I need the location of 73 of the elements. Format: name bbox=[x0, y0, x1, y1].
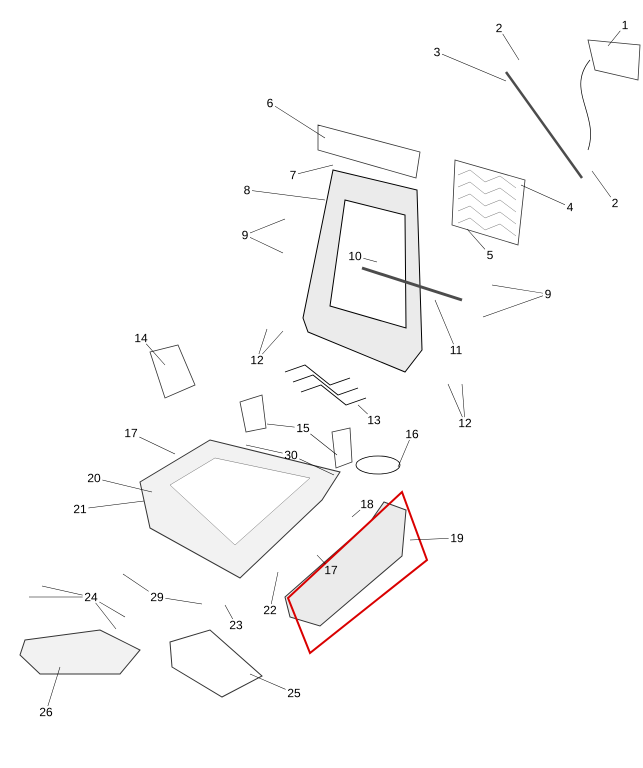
callout-number: 18 bbox=[361, 500, 374, 508]
callout-number: 29 bbox=[150, 592, 164, 602]
callout-number: 5 bbox=[487, 250, 493, 260]
leader-line bbox=[410, 538, 449, 540]
leader-line bbox=[165, 598, 202, 604]
callout-number: 1 bbox=[622, 20, 628, 30]
leader-line bbox=[28, 596, 83, 598]
leader-line bbox=[250, 674, 286, 690]
leader-line bbox=[48, 666, 60, 706]
leader-line bbox=[363, 258, 378, 262]
callout-number: 23 bbox=[230, 620, 242, 630]
leader-line bbox=[442, 54, 506, 82]
callout-number: 9 bbox=[545, 290, 551, 298]
callout-number: 17 bbox=[125, 428, 138, 438]
leader-line bbox=[299, 458, 334, 476]
leader-line bbox=[316, 554, 326, 564]
leader-line bbox=[266, 424, 295, 428]
callout-number: 19 bbox=[451, 534, 464, 542]
callout-number: 12 bbox=[459, 418, 472, 428]
leader-line bbox=[502, 34, 520, 60]
leader-line bbox=[592, 170, 612, 198]
leader-line bbox=[252, 190, 326, 200]
leader-line bbox=[352, 510, 360, 518]
leader-line bbox=[462, 384, 465, 418]
callout-number: 24 bbox=[84, 592, 98, 602]
callout-number: 8 bbox=[244, 186, 250, 194]
leader-line bbox=[398, 440, 410, 468]
callout-number: 30 bbox=[284, 450, 298, 460]
callout-number: 13 bbox=[368, 416, 380, 424]
leader-line bbox=[139, 436, 176, 454]
leader-line bbox=[102, 480, 152, 492]
callout-number: 4 bbox=[566, 202, 573, 212]
leader-line bbox=[224, 604, 233, 620]
leader-line bbox=[492, 284, 544, 294]
callout-number: 7 bbox=[290, 170, 296, 180]
leader-line bbox=[88, 500, 144, 508]
leader-line bbox=[258, 328, 268, 354]
callout-number: 25 bbox=[288, 688, 300, 698]
leader-line bbox=[250, 218, 286, 234]
leader-line bbox=[274, 106, 326, 138]
callout-number: 17 bbox=[325, 566, 338, 574]
leader-line bbox=[262, 330, 284, 354]
leader-line bbox=[608, 30, 621, 46]
callout-number: 2 bbox=[496, 24, 502, 32]
leader-line bbox=[95, 602, 116, 630]
leader-line bbox=[466, 228, 486, 250]
leader-line bbox=[520, 184, 566, 205]
callout-number: 2 bbox=[612, 198, 618, 208]
callout-number: 16 bbox=[406, 430, 418, 438]
leader-line bbox=[122, 574, 149, 592]
callout-number: 3 bbox=[434, 48, 440, 56]
leader-line bbox=[358, 404, 368, 414]
callout-number: 22 bbox=[264, 606, 276, 614]
callout-number: 9 bbox=[242, 230, 248, 240]
callout-number: 20 bbox=[88, 474, 100, 482]
leader-line bbox=[298, 164, 334, 174]
leader-line bbox=[448, 384, 463, 418]
leader-line bbox=[434, 300, 454, 344]
callout-number: 26 bbox=[40, 708, 52, 716]
leader-line bbox=[99, 602, 126, 618]
callout-number: 12 bbox=[251, 356, 264, 364]
leader-line bbox=[482, 296, 544, 318]
callout-number: 21 bbox=[74, 504, 86, 514]
callout-number: 11 bbox=[450, 346, 462, 354]
callout-number: 15 bbox=[297, 424, 310, 432]
leader-line bbox=[310, 434, 338, 456]
leader-line bbox=[246, 444, 283, 454]
callout-number: 6 bbox=[267, 98, 273, 108]
leader-line bbox=[250, 237, 284, 254]
callout-number: 10 bbox=[349, 252, 362, 260]
leader-line bbox=[42, 586, 83, 596]
callout-number: 14 bbox=[135, 334, 148, 342]
leader-line bbox=[271, 572, 278, 604]
